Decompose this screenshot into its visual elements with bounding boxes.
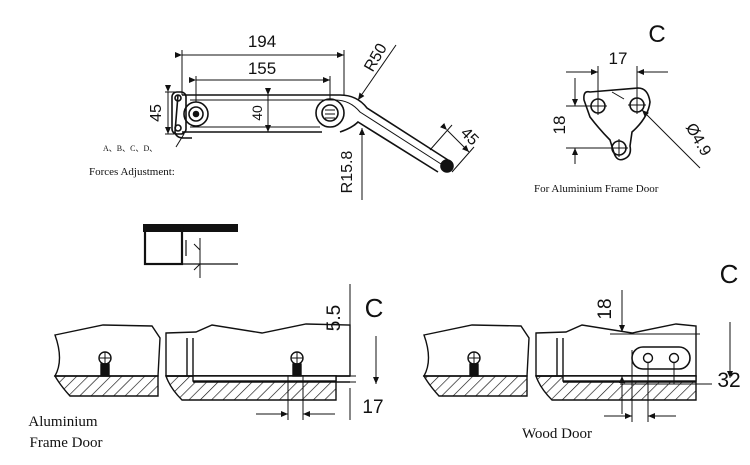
dim-wood-vertical: 18 xyxy=(595,298,616,319)
detail-c-drawing xyxy=(583,87,651,161)
dim-bend-radius: R50 xyxy=(361,41,390,75)
dim-inner-radius: R15.8 xyxy=(339,151,356,194)
wood-door-mounting-slot xyxy=(631,346,691,370)
aluminium-dimension-lines xyxy=(256,284,379,420)
dim-wood-right: 32 xyxy=(717,369,740,392)
aluminium-caption-line2: Frame Door xyxy=(30,435,103,451)
profile-section-detail xyxy=(143,224,238,278)
mounting-plate-outline xyxy=(583,87,651,161)
hinge-dimension-lines xyxy=(165,44,475,200)
dim-aluminium-bottom: 17 xyxy=(362,397,383,418)
dim-hole-diameter: Ø4.9 xyxy=(682,120,714,159)
aluminium-caption-line1: Aluminium xyxy=(28,414,98,430)
detail-c-label: C xyxy=(648,21,665,48)
detail-c-dimension-lines xyxy=(566,66,701,169)
hinge-arm-end xyxy=(440,159,454,173)
hinge-right-pivot xyxy=(315,98,345,128)
wood-view-label: C xyxy=(720,259,739,289)
dim-detail-height: 18 xyxy=(550,116,569,135)
dim-height-inner: 40 xyxy=(249,105,265,121)
dim-detail-width: 17 xyxy=(609,49,628,68)
hinge-left-block xyxy=(171,91,187,135)
aluminium-door-section xyxy=(53,323,351,401)
dim-height-outer: 45 xyxy=(148,104,165,122)
wood-dimension-lines xyxy=(604,290,733,422)
detail-c-caption: For Aluminium Frame Door xyxy=(534,183,659,195)
dim-aluminium-vertical: 5.5 xyxy=(324,305,345,331)
forces-adjustment-caption: Forces Adjustment: xyxy=(89,166,175,178)
wood-door-section xyxy=(422,323,697,401)
aluminium-view-label: C xyxy=(365,293,384,323)
adjust-points-label: A、B、C、D、 xyxy=(103,144,157,153)
dim-arm-angle: 45 xyxy=(457,125,482,150)
hinge-drawing xyxy=(171,91,454,173)
dim-pivot-spacing: 155 xyxy=(248,59,276,78)
dim-overall-length: 194 xyxy=(248,32,276,51)
wood-door-caption: Wood Door xyxy=(522,426,592,442)
